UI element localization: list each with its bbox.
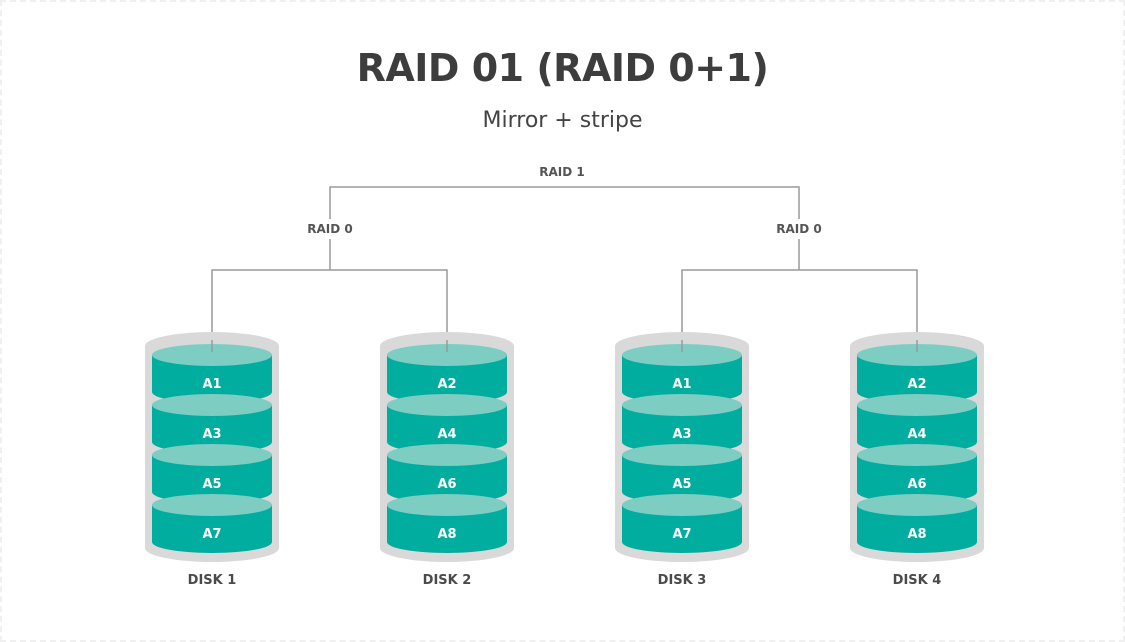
disk-label: DISK 4 xyxy=(893,573,942,588)
disk-block: A2 xyxy=(857,344,977,403)
raid0-connector xyxy=(681,269,918,352)
raid-labels: RAID 1 RAID 0 RAID 0 xyxy=(300,162,829,239)
block-label: A7 xyxy=(202,527,221,542)
connector-lines xyxy=(211,186,918,352)
block-label: A2 xyxy=(907,377,926,392)
disk-block: A5 xyxy=(152,444,272,503)
block-label: A6 xyxy=(437,477,456,492)
raid0-label-right: RAID 0 xyxy=(776,222,821,236)
disk-block: A8 xyxy=(387,494,507,553)
disk-block: A1 xyxy=(152,344,272,403)
block-label: A4 xyxy=(437,427,456,442)
disk-block: A7 xyxy=(622,494,742,553)
diagram-subtitle: Mirror + stripe xyxy=(482,108,643,133)
block-label: A3 xyxy=(202,427,221,442)
raid0-label-left: RAID 0 xyxy=(307,222,352,236)
block-label: A6 xyxy=(907,477,926,492)
block-label: A2 xyxy=(437,377,456,392)
disk-label: DISK 3 xyxy=(658,573,707,588)
raid0-connector xyxy=(211,269,448,352)
disk-block: A4 xyxy=(387,394,507,453)
disk-block: A3 xyxy=(622,394,742,453)
raid1-connector xyxy=(329,186,800,270)
block-label: A8 xyxy=(907,527,926,542)
disk-block: A8 xyxy=(857,494,977,553)
block-label: A1 xyxy=(672,377,691,392)
disk-block: A4 xyxy=(857,394,977,453)
disk-label: DISK 1 xyxy=(188,573,237,588)
block-label: A7 xyxy=(672,527,691,542)
block-label: A5 xyxy=(202,477,221,492)
disk-block: A5 xyxy=(622,444,742,503)
block-label: A3 xyxy=(672,427,691,442)
diagram-title: RAID 01 (RAID 0+1) xyxy=(356,46,769,90)
block-label: A5 xyxy=(672,477,691,492)
disk-block: A2 xyxy=(387,344,507,403)
disk-block: A6 xyxy=(387,444,507,503)
block-label: A8 xyxy=(437,527,456,542)
block-label: A4 xyxy=(907,427,926,442)
disk-block: A3 xyxy=(152,394,272,453)
raid1-label: RAID 1 xyxy=(539,165,584,179)
disk-block: A6 xyxy=(857,444,977,503)
disk-block: A7 xyxy=(152,494,272,553)
block-label: A1 xyxy=(202,377,221,392)
disk-label: DISK 2 xyxy=(423,573,472,588)
disk-block: A1 xyxy=(622,344,742,403)
